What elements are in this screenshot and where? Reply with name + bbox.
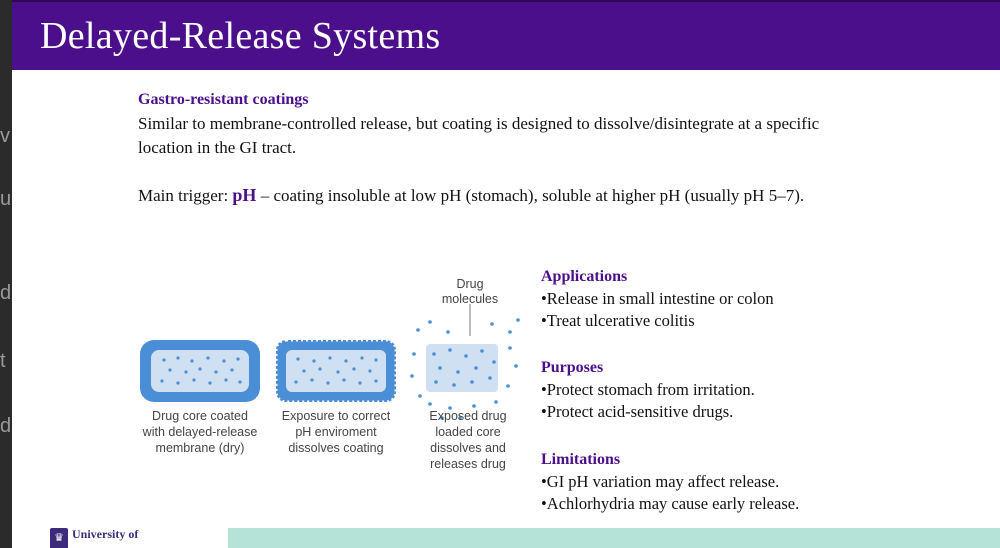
applications-heading: Applications (541, 268, 628, 285)
purposes-item: •Protect acid-sensitive drugs. (541, 402, 734, 421)
applications-item: •Treat ulcerative colitis (541, 311, 695, 330)
ghost-glyph: d (0, 415, 12, 437)
title-bar: Delayed-Release Systems (12, 0, 1000, 70)
figure-caption-line: Drug core coated (152, 409, 248, 423)
figure-caption-line: releases drug (430, 457, 506, 471)
ghost-glyph: t (0, 350, 6, 372)
exposed-core (286, 350, 386, 392)
purposes-item: •Protect stomach from irritation. (541, 380, 755, 399)
stage2-dots (294, 356, 378, 385)
purposes-section: Purposes •Protect stomach from irritatio… (541, 357, 881, 423)
university-logo: ♛ University of (50, 528, 138, 548)
coating-diagram: Drug molecules Drug core coated with dela… (140, 277, 520, 471)
drug-label-2: molecules (442, 292, 498, 306)
trigger-rest: – coating insoluble at low pH (stomach),… (256, 186, 805, 205)
limitations-heading: Limitations (541, 451, 621, 468)
applications-item: •Release in small intestine or colon (541, 289, 774, 308)
ghost-glyph: d (0, 282, 12, 304)
applications-section: Applications •Release in small intestine… (541, 266, 881, 332)
ghost-glyph: v (0, 125, 10, 147)
limitations-item: •Achlorhydria may cause early release. (541, 494, 800, 513)
trigger-key: pH (232, 185, 257, 205)
trigger-paragraph: Main trigger: pH – coating insoluble at … (138, 183, 818, 208)
figure-caption-line: pH enviroment (295, 425, 377, 439)
figure-caption-line: Exposure to correct (282, 409, 391, 423)
left-window-strip (0, 0, 12, 548)
figure-caption-line: Exposed drug (429, 409, 506, 423)
slide-title: Delayed-Release Systems (40, 15, 441, 57)
figure-caption-line: with delayed-release (142, 425, 258, 439)
released-dots (410, 318, 520, 420)
figure-captions: Drug core coated with delayed-release memb… (142, 409, 507, 471)
footer-band (228, 528, 1000, 548)
subheading: Gastro-resistant coatings (138, 91, 309, 108)
drug-label-1: Drug (456, 277, 483, 291)
ghost-glyph: u (0, 188, 12, 210)
core-dots (160, 356, 242, 385)
figure-caption-line: dissolves coating (288, 441, 383, 455)
limitations-item: •GI pH variation may affect release. (541, 472, 780, 491)
drug-core (151, 350, 249, 392)
releasing-core (426, 344, 498, 392)
university-name: University of (72, 527, 139, 541)
trigger-prefix: Main trigger: (138, 186, 233, 205)
intro-paragraph: Similar to membrane-controlled release, … (138, 114, 820, 157)
figure-caption-line: membrane (dry) (156, 441, 245, 455)
crest-icon: ♛ (50, 528, 68, 548)
dissolving-edge (274, 338, 398, 404)
limitations-section: Limitations •GI pH variation may affect … (541, 449, 881, 515)
figure-caption-line: loaded core (435, 425, 500, 439)
intro-block: Gastro-resistant coatings Similar to mem… (138, 88, 838, 160)
figure-caption-line: dissolves and (430, 441, 506, 455)
purposes-heading: Purposes (541, 359, 604, 376)
